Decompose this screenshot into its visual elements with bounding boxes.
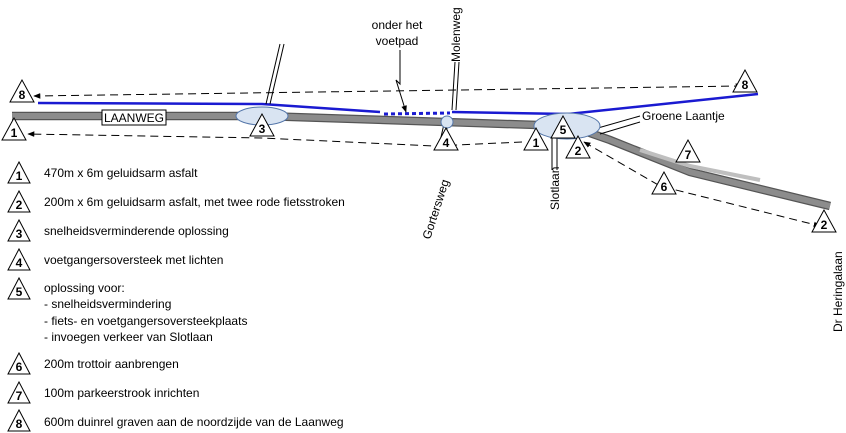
svg-text:100m parkeerstrook inrichten: 100m parkeerstrook inrichten <box>44 386 199 400</box>
marker-6: 6 <box>651 170 677 195</box>
svg-text:1: 1 <box>533 136 540 150</box>
marker-8-right: 8 <box>732 68 758 93</box>
svg-text:7: 7 <box>685 148 692 162</box>
duinrel-line-west <box>37 101 381 114</box>
road-noord-edge <box>269 43 285 105</box>
svg-text:4: 4 <box>16 256 23 270</box>
arrow-8-extent <box>33 83 743 99</box>
dr-heringalaan-label: Dr Heringalaan <box>831 251 845 332</box>
onder-voetpad-pointer <box>395 50 407 113</box>
marker-1-left: 1 <box>1 116 27 141</box>
legend-item-3: 3 snelheidsverminderende oplossing <box>7 218 229 242</box>
svg-text:2: 2 <box>575 144 582 158</box>
svg-text:200m x 6m geluidsarm asfalt, m: 200m x 6m geluidsarm asfalt, met twee ro… <box>44 195 345 209</box>
marker-4: 4 <box>433 126 459 151</box>
marker-2-mid: 2 <box>565 134 591 159</box>
road-groene-laantje-edge <box>599 121 641 135</box>
svg-text:- fiets- en voetgangersoverste: - fiets- en voetgangersoversteekplaats <box>44 314 247 328</box>
svg-text:3: 3 <box>16 227 23 241</box>
marker-1-mid: 1 <box>523 126 549 151</box>
svg-text:8: 8 <box>742 78 749 92</box>
svg-text:8: 8 <box>16 417 23 431</box>
legend-item-2: 2 200m x 6m geluidsarm asfalt, met twee … <box>7 189 345 213</box>
marker-5: 5 <box>550 114 576 139</box>
svg-text:voetgangersoversteek met licht: voetgangersoversteek met lichten <box>44 253 223 267</box>
svg-text:- snelheidsvermindering: - snelheidsvermindering <box>44 297 171 311</box>
svg-text:7: 7 <box>16 389 23 403</box>
svg-text:3: 3 <box>259 122 266 136</box>
arrow-2-extent <box>583 141 821 228</box>
road-molenweg <box>451 61 456 111</box>
arrow-1-extent <box>27 131 523 147</box>
gortersweg-label: Gortersweg <box>420 178 452 241</box>
legend-item-5: 5 oplossing voor: - snelheidsverminderin… <box>7 276 247 344</box>
laanweg-label: LAANWEG <box>104 111 164 125</box>
svg-text:2: 2 <box>821 218 828 232</box>
svg-text:600m duinrel graven aan de noo: 600m duinrel graven aan de noordzijde va… <box>44 415 344 429</box>
svg-text:1: 1 <box>16 169 23 183</box>
voetpad-label: voetpad <box>376 34 419 48</box>
legend-item-4: 4 voetgangersoversteek met lichten <box>7 247 223 271</box>
road-noord <box>265 43 281 105</box>
svg-text:2: 2 <box>16 198 23 212</box>
svg-text:5: 5 <box>560 123 567 137</box>
marker-7: 7 <box>675 138 701 163</box>
svg-text:snelheidsverminderende oplossi: snelheidsverminderende oplossing <box>44 224 229 238</box>
svg-text:470m x 6m geluidsarm asfalt: 470m x 6m geluidsarm asfalt <box>44 166 198 180</box>
legend-item-7: 7 100m parkeerstrook inrichten <box>7 380 199 404</box>
svg-text:6: 6 <box>16 360 23 374</box>
road-molenweg-edge <box>455 61 460 111</box>
svg-text:oplossing voor:: oplossing voor: <box>44 281 125 295</box>
svg-text:1: 1 <box>11 126 18 140</box>
svg-text:- invoegen verkeer van Slotlaa: - invoegen verkeer van Slotlaan <box>44 330 213 344</box>
legend-item-6: 6 200m trottoir aanbrengen <box>7 351 179 375</box>
duinrel-pipe-dotted <box>383 111 451 116</box>
groene-laantje-label: Groene Laantje <box>642 109 725 123</box>
svg-text:6: 6 <box>661 180 668 194</box>
marker-8-left: 8 <box>9 78 35 103</box>
laanweg-label-box <box>101 109 167 126</box>
onder-het-label: onder het <box>372 18 423 32</box>
svg-text:8: 8 <box>19 88 26 102</box>
svg-text:200m trottoir aanbrengen: 200m trottoir aanbrengen <box>44 357 179 371</box>
zone-4-ellipse <box>440 115 454 129</box>
marker-2-right: 2 <box>811 208 837 233</box>
road-groene-laantje <box>597 115 641 129</box>
molenweg-label: Molenweg <box>449 7 463 62</box>
svg-text:5: 5 <box>16 285 23 299</box>
svg-text:4: 4 <box>443 136 450 150</box>
legend-item-8: 8 600m duinrel graven aan de noordzijde … <box>7 408 344 432</box>
slotlaan-label: Slotlaan <box>548 167 562 210</box>
marker-3: 3 <box>249 112 275 137</box>
legend-item-1: 1 470m x 6m geluidsarm asfalt <box>7 160 198 184</box>
